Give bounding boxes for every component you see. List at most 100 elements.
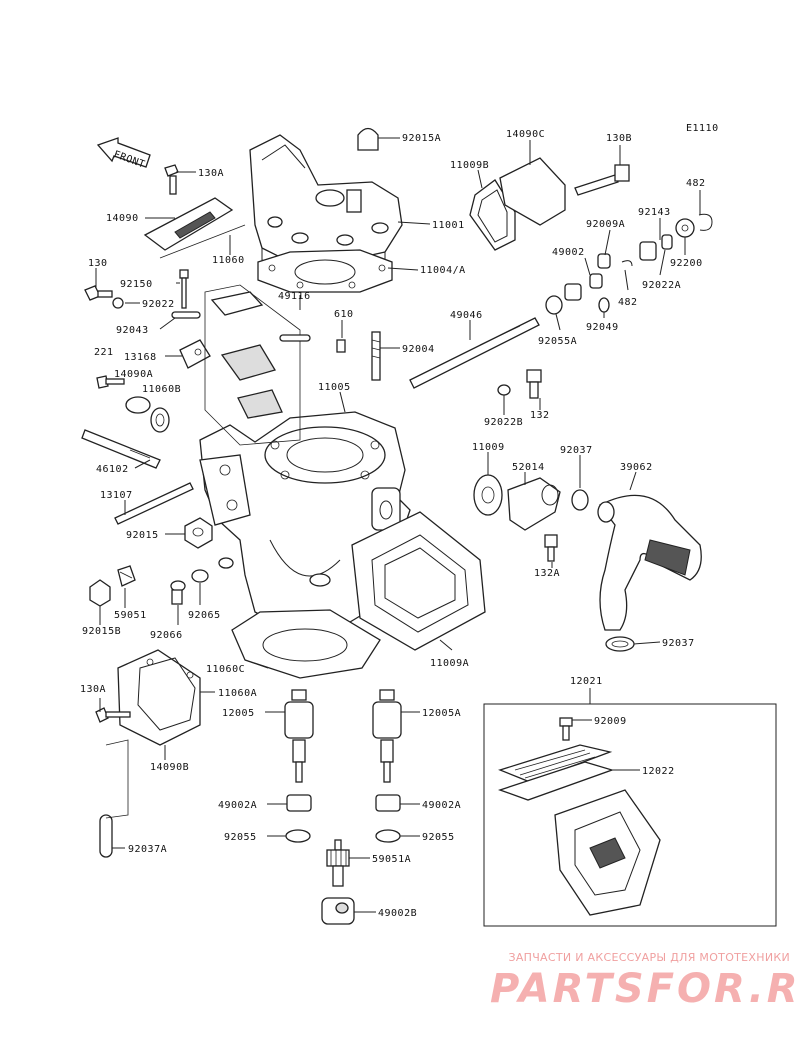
part-label: 482 [618, 297, 638, 308]
part-label: 14090 [106, 213, 139, 224]
part-label: 130A [80, 684, 106, 695]
part-label: 92037 [662, 638, 695, 649]
part-label: 13168 [124, 352, 157, 363]
part-label: 92043 [116, 325, 149, 336]
valve-cover-drawing [95, 649, 201, 746]
cap-nut-drawing [357, 127, 379, 151]
part-label: 92143 [638, 207, 671, 218]
part-label: 49002A [218, 800, 257, 811]
part-label: 49002A [422, 800, 461, 811]
part-label: 130 [88, 258, 108, 269]
part-label: 12021 [570, 676, 603, 687]
part-label: 39062 [620, 462, 653, 473]
head-gasket-drawing [257, 249, 393, 293]
exhaust-valve-kit-drawing [204, 284, 311, 446]
part-label: 49002 [552, 247, 585, 258]
bushings-drawing [285, 794, 401, 843]
watermark-caption: ЗАПЧАСТИ И АКСЕССУАРЫ ДЛЯ МОТОТЕХНИКИ [508, 951, 790, 964]
bolt-221-drawing [96, 375, 170, 433]
part-label: 14090B [150, 762, 189, 773]
part-label: 11009 [472, 442, 505, 453]
part-label: 92015 [126, 530, 159, 541]
cylinder-head-drawing [249, 134, 403, 273]
exhaust-cover-drawing [143, 197, 246, 259]
bolt-130-drawing [84, 285, 124, 309]
part-label: 13107 [100, 490, 133, 501]
nut-92015-drawing [184, 517, 213, 549]
part-label: 92055 [422, 832, 455, 843]
part-label: 92022 [142, 299, 175, 310]
bolt-92150-drawing [171, 269, 201, 319]
part-label: 92037A [128, 844, 167, 855]
part-label: 52014 [512, 462, 545, 473]
part-label: 14090C [506, 129, 545, 140]
water-outlet-drawing [473, 474, 589, 562]
part-label: 130B [606, 133, 632, 144]
part-label: 482 [686, 178, 706, 189]
part-label: 92022A [642, 280, 681, 291]
reed-gasket-drawing [351, 511, 486, 651]
top-right-parts-drawing [469, 157, 713, 315]
watermark-logo: PARTSFOR.RU [490, 966, 800, 1012]
part-label: 11060B [142, 384, 181, 395]
part-label: 14090A [114, 369, 153, 380]
rod-49046-drawing [409, 317, 540, 389]
part-label: 11009B [450, 160, 489, 171]
part-label: 92037 [560, 445, 593, 456]
rod-46102-drawing [81, 429, 161, 469]
part-label: 92065 [188, 610, 221, 621]
pin-92037a-drawing [99, 739, 129, 858]
base-gasket-drawing [231, 609, 381, 679]
stud-92004-drawing [336, 331, 381, 381]
front-arrow-icon: FRONT [96, 137, 151, 171]
part-label: 92022B [484, 417, 523, 428]
part-label: 92150 [120, 279, 153, 290]
part-label: 11005 [318, 382, 351, 393]
part-label: 92004 [402, 344, 435, 355]
part-label: 11001 [432, 220, 465, 231]
reed-block-drawing [497, 717, 661, 916]
part-label: 11060C [206, 664, 245, 675]
reed-valve-12005-drawing [284, 689, 314, 783]
part-label: 12022 [642, 766, 675, 777]
part-label: 11060A [218, 688, 257, 699]
part-label: 11009A [430, 658, 469, 669]
part-label: 92055A [538, 336, 577, 347]
part-label: 11004/A [420, 265, 466, 276]
part-label: 92066 [150, 630, 183, 641]
part-label: 92049 [586, 322, 619, 333]
small-parts-left-drawing [89, 557, 234, 607]
part-label: 92009A [586, 219, 625, 230]
part-label: 59051 [114, 610, 147, 621]
part-label: 49116 [278, 291, 311, 302]
part-label: 92200 [670, 258, 703, 269]
diagram-code: E1110 [686, 123, 719, 134]
shaft-13107-drawing [114, 482, 194, 525]
part-label: 49002B [378, 908, 417, 919]
part-label: 12005 [222, 708, 255, 719]
bolt-132-drawing [497, 369, 542, 399]
reed-valve-12005a-drawing [372, 689, 402, 783]
part-label: 92015A [402, 133, 441, 144]
part-label: 12005A [422, 708, 461, 719]
leader-lines [95, 137, 701, 913]
bracket-13168-drawing [179, 339, 211, 369]
part-label: 92009 [594, 716, 627, 727]
reed-block-frame [483, 703, 777, 927]
gear-59051a-drawing [321, 839, 355, 925]
part-label: 132 [530, 410, 550, 421]
part-label: 610 [334, 309, 354, 320]
part-label: 49046 [450, 310, 483, 321]
hose-39062-drawing [597, 494, 702, 631]
part-label: 130A [198, 168, 224, 179]
clamp-92037-drawing [605, 636, 635, 652]
part-labels: 92015A 14090C 130B 11009B 130A 11001 140… [80, 129, 706, 919]
bolt-130a-drawing [164, 164, 179, 195]
part-label: 132A [534, 568, 560, 579]
part-label: 11060 [212, 255, 245, 266]
part-label: 46102 [96, 464, 129, 475]
part-label: 221 [94, 347, 114, 358]
part-label: 92055 [224, 832, 257, 843]
part-label: 59051A [372, 854, 411, 865]
